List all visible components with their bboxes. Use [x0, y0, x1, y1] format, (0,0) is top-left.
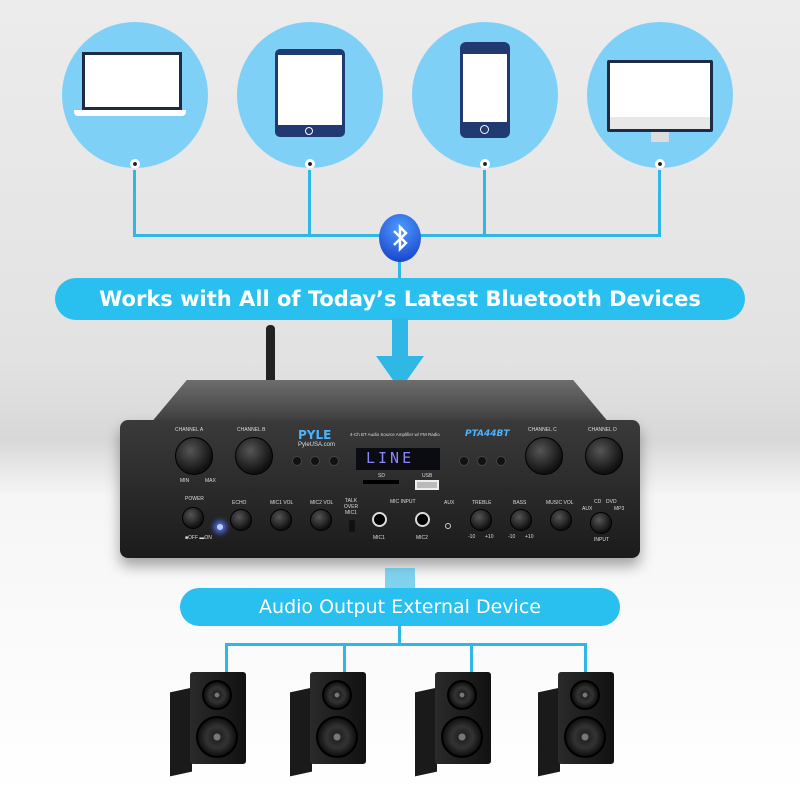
talk-over-switch[interactable]: [349, 520, 355, 532]
channel-d-knob[interactable]: [585, 437, 623, 475]
treble-knob[interactable]: [470, 509, 492, 531]
connector-line: [225, 643, 228, 673]
display-text: LINE: [366, 449, 415, 467]
channel-b-knob[interactable]: [235, 437, 273, 475]
treble-label: TREBLE: [472, 500, 492, 506]
aux-label: AUX: [444, 500, 455, 506]
music-vol-knob[interactable]: [550, 509, 572, 531]
stop-button[interactable]: [459, 456, 469, 466]
mic2-vol-knob[interactable]: [310, 509, 332, 531]
amplifier-top: [150, 380, 610, 424]
bass-knob[interactable]: [510, 509, 532, 531]
mic2-vol-label: MIC2 VOL: [310, 500, 334, 506]
laptop-base: [74, 110, 186, 116]
connector-line: [584, 643, 587, 673]
talk-over-label: TALK OVER MIC1: [343, 498, 359, 516]
connector-line: [225, 643, 587, 646]
treble-min: -10: [468, 534, 476, 540]
mic1-jack[interactable]: [372, 512, 387, 527]
connector-dot: [130, 159, 140, 168]
min-label: MIN: [180, 478, 190, 484]
connector-line: [343, 643, 346, 673]
connector-line: [133, 170, 136, 237]
product-description: 4-Ch BT Audio Source Amplifier w/ FM Rad…: [350, 432, 440, 437]
bass-label: BASS: [513, 500, 527, 506]
input-selector-knob[interactable]: [590, 512, 612, 534]
channel-c-knob[interactable]: [525, 437, 563, 475]
mic2-label: MIC2: [416, 535, 428, 541]
connector-dot: [480, 159, 490, 168]
next-button[interactable]: [329, 456, 339, 466]
input-cd-label: CD: [594, 499, 602, 505]
sd-label: SD: [378, 473, 385, 479]
connector-dot: [305, 159, 315, 168]
mic1-vol-label: MIC1 VOL: [270, 500, 294, 506]
display-panel: LINE: [356, 448, 440, 470]
echo-knob[interactable]: [230, 509, 252, 531]
sd-card-slot[interactable]: [363, 480, 399, 484]
mic1-label: MIC1: [373, 535, 385, 541]
device-circle-phone: [412, 22, 558, 168]
smartphone-icon: [460, 42, 510, 138]
connector-line: [398, 625, 401, 645]
bluetooth-compatibility-banner: Works with All of Today’s Latest Bluetoo…: [55, 278, 745, 320]
mic2-jack[interactable]: [415, 512, 430, 527]
brand-logo: PYLE: [298, 428, 332, 442]
power-states: ■OFF ▬ON: [185, 535, 212, 541]
arrow-shaft: [392, 318, 408, 358]
laptop-icon: [82, 52, 182, 110]
input-dvd-label: DVD: [606, 499, 617, 505]
bluetooth-icon: [379, 214, 421, 262]
channel-a-knob[interactable]: [175, 437, 213, 475]
previous-button[interactable]: [292, 456, 302, 466]
mic1-vol-knob[interactable]: [270, 509, 292, 531]
input-label: INPUT: [594, 537, 609, 543]
power-label: POWER: [185, 496, 204, 502]
device-circle-desktop: [587, 22, 733, 168]
bass-max: +10: [525, 534, 534, 540]
connector-line: [658, 170, 661, 237]
aux-jack[interactable]: [445, 523, 451, 529]
mode-button[interactable]: [496, 456, 506, 466]
mic-input-label: MIC INPUT: [390, 499, 416, 505]
device-circle-laptop: [62, 22, 208, 168]
device-circle-tablet: [237, 22, 383, 168]
label-channel-c: CHANNEL C: [528, 427, 557, 433]
max-label: MAX: [205, 478, 216, 484]
input-aux-label: AUX: [582, 506, 593, 512]
power-button[interactable]: [182, 507, 204, 529]
connector-line: [308, 170, 311, 237]
model-number: PTA44BT: [465, 429, 510, 439]
connector-dot: [655, 159, 665, 168]
fm-button[interactable]: [477, 456, 487, 466]
antenna: [266, 325, 275, 405]
connector-line: [483, 170, 486, 237]
treble-max: +10: [485, 534, 494, 540]
desktop-monitor-icon: [607, 60, 713, 132]
label-channel-a: CHANNEL A: [175, 427, 204, 433]
play-pause-button[interactable]: [310, 456, 320, 466]
music-vol-label: MUSIC VOL: [546, 500, 574, 506]
audio-output-banner: Audio Output External Device: [180, 588, 620, 626]
website: PyleUSA.com: [298, 442, 336, 448]
amplifier: CHANNEL A CHANNEL B CHANNEL C CHANNEL D …: [120, 420, 640, 558]
tablet-icon: [275, 49, 345, 137]
bass-min: -10: [508, 534, 516, 540]
connector-line: [470, 643, 473, 673]
echo-label: ECHO: [232, 500, 247, 506]
arrow-shaft: [385, 568, 415, 588]
power-led: [217, 524, 223, 530]
input-mp3-label: MP3: [614, 506, 625, 512]
usb-port[interactable]: [415, 480, 439, 490]
usb-label: USB: [422, 473, 433, 479]
label-channel-d: CHANNEL D: [588, 427, 617, 433]
label-channel-b: CHANNEL B: [237, 427, 266, 433]
